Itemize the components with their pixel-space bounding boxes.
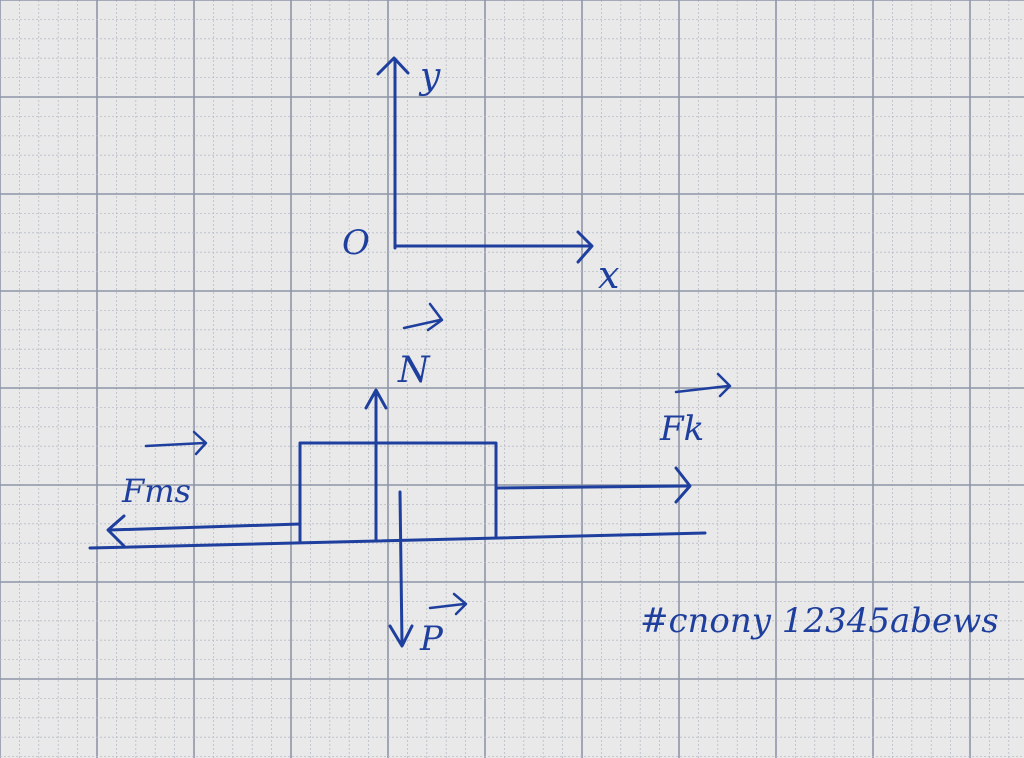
pulling-force-arrow <box>494 484 690 490</box>
pulling-force-vector-arrow <box>674 372 732 398</box>
pulling-force: Fk <box>494 372 732 504</box>
weight-force: P <box>388 490 468 659</box>
signature-text: #cnony 12345abews <box>640 601 999 641</box>
weight-force-label: P <box>419 619 444 659</box>
y-axis-label: y <box>418 56 441 97</box>
normal-force-arrowhead <box>364 388 388 410</box>
pulling-force-label: Fk <box>659 409 704 449</box>
origin-label: O <box>342 223 370 263</box>
ground-line <box>88 531 707 550</box>
friction-force-arrowhead <box>106 514 126 548</box>
x-axis-arrowhead <box>576 230 594 264</box>
weight-force-arrow <box>398 490 404 646</box>
normal-force-label: N <box>397 350 431 391</box>
friction-force-label: Fms <box>121 472 191 510</box>
normal-force-vector-arrow <box>402 302 444 332</box>
friction-force-arrow <box>108 522 302 532</box>
friction-force: Fms <box>106 430 302 548</box>
normal-force: N <box>364 302 444 542</box>
coordinate-axes: y x O <box>342 56 619 297</box>
weight-force-vector-arrow <box>428 592 468 616</box>
weight-force-arrowhead <box>388 624 414 648</box>
y-axis-arrowhead <box>376 56 410 76</box>
pulling-force-arrowhead <box>674 466 692 504</box>
friction-force-vector-arrow <box>144 430 208 456</box>
x-axis-label: x <box>598 253 619 297</box>
